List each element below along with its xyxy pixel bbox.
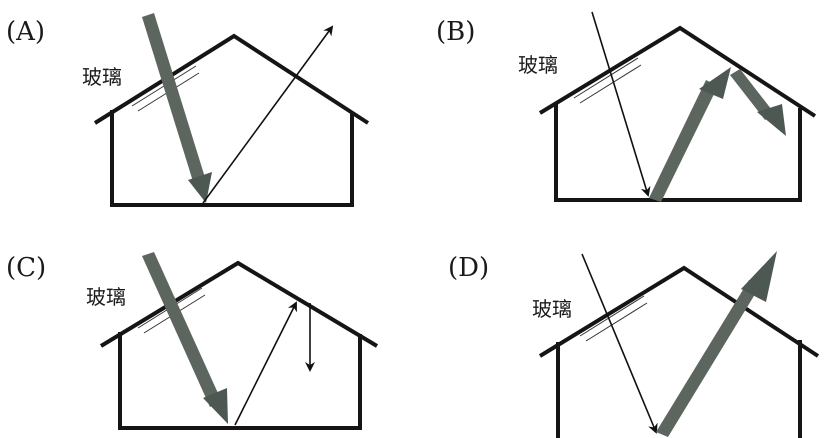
panel-d: (D) 玻璃 bbox=[448, 251, 818, 438]
panel-b-thin-arrow-down bbox=[592, 12, 648, 195]
panel-d-thin-arrow-down bbox=[582, 254, 656, 432]
panel-a-thin-arrow-up bbox=[203, 27, 332, 203]
panel-a-glass-label: 玻璃 bbox=[82, 65, 122, 89]
panel-d-thick-arrow-up bbox=[656, 251, 777, 437]
panel-b: (B) 玻璃 bbox=[436, 12, 815, 202]
panel-a-label: (A) bbox=[6, 17, 45, 47]
panel-a: (A) 玻璃 bbox=[6, 13, 368, 205]
panel-d-glass-label: 玻璃 bbox=[532, 297, 572, 321]
panel-a-thick-arrow-down bbox=[142, 13, 212, 203]
panel-c-house bbox=[101, 263, 377, 428]
panel-a-house bbox=[95, 36, 368, 205]
panel-d-label: (D) bbox=[448, 253, 489, 283]
panel-c-thin-arrow-up bbox=[235, 303, 296, 425]
panel-b-glass-label: 玻璃 bbox=[518, 53, 558, 77]
panel-c-glass-label: 玻璃 bbox=[86, 285, 126, 309]
panel-b-label: (B) bbox=[436, 17, 475, 47]
panel-c-label: (C) bbox=[6, 253, 46, 283]
panel-d-glass-hatch bbox=[580, 296, 647, 341]
panel-b-thick-arrow-up bbox=[649, 67, 731, 202]
panel-c: (C) 玻璃 bbox=[6, 252, 377, 428]
